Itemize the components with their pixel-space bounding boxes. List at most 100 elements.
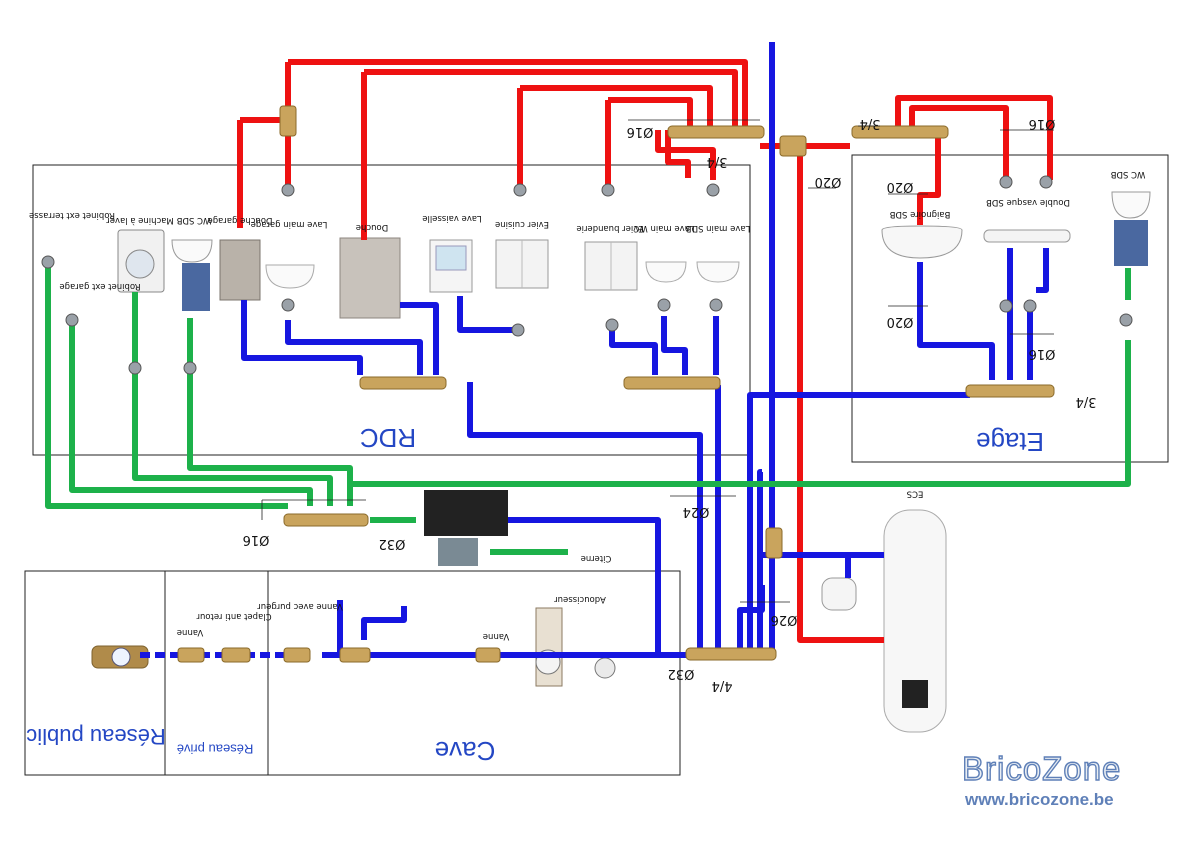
fixture-labels: Robinet ext terrasse Machine à laver WC … (29, 169, 1145, 641)
basement-frame (24, 570, 681, 776)
label-clapet: Clapet anti retour (196, 611, 272, 621)
tee-fitting-icon (779, 135, 807, 157)
cold-pipe-rain-return (508, 517, 661, 655)
cold-manifold-rdc-2 (623, 376, 721, 390)
dim-34-etage-top: 3/4 (860, 116, 881, 131)
rain-manifold (283, 513, 369, 527)
dim-d20-mid: Ø20 (815, 174, 842, 189)
dim-d16-etage-cold: Ø16 (1029, 346, 1056, 361)
etage-frame (851, 154, 1169, 463)
label-wc-sdb-rdc: WC SDB (176, 215, 211, 225)
cold-pipe-rdc-1 (467, 382, 703, 655)
fixtures (91, 191, 1151, 733)
cold-pipe-laundry (609, 330, 658, 375)
rain-pipe-etage-wc (352, 340, 1131, 487)
water-heater-icon (883, 509, 947, 733)
rain-pipe-terrace (45, 262, 288, 509)
zone-label-ecs: ECS (907, 489, 924, 499)
label-evier-cuisine: Evier cuisine (495, 219, 549, 229)
hot-pipe-ecs (797, 146, 884, 643)
zone-label-reseau-public: Réseau public (26, 724, 165, 749)
hot-pipe-garage-sink (288, 59, 748, 128)
wc-etage-frame-icon (1114, 220, 1148, 266)
hot-pipe-kitchen (520, 85, 713, 128)
cold-pipe-garage-sink (285, 320, 423, 375)
zone-label-etage: Etage (976, 427, 1044, 457)
brand-logo: BricoZone (961, 749, 1122, 787)
cold-manifold-etage (965, 384, 1055, 398)
check-valve-icon (221, 647, 251, 663)
cold-manifold-cave (685, 647, 777, 661)
label-douche: Douche (356, 222, 388, 232)
dimension-labels: Ø16 3/4 Ø20 3/4 Ø16 Ø20 Ø20 Ø16 3/4 Ø16 … (243, 116, 1097, 693)
wc-rdc-bowl-icon (171, 239, 213, 263)
hot-pipe-etage-2 (909, 105, 1009, 180)
label-wc-sdb-etage: WC SDB (1110, 169, 1145, 179)
dim-d24: Ø24 (683, 504, 710, 519)
dim-d20-etage-cold: Ø20 (887, 314, 914, 329)
dim-d20-etage-hot: Ø20 (887, 179, 914, 194)
hot-pipe-sdb (655, 130, 716, 180)
hot-pipe-bath (917, 128, 941, 225)
label-vanne-purgeur: Vanne avec purgeur (257, 601, 343, 611)
purge-valve-icon (283, 647, 311, 663)
zone-label-cave: Cave (435, 736, 496, 766)
label-robinet-terrasse: Robinet ext terrasse (29, 210, 115, 220)
hot-pipe-shower (364, 69, 738, 128)
brand-url[interactable]: www.bricozone.be (965, 790, 1114, 809)
dim-d16-top: Ø16 (627, 124, 654, 139)
dim-d32-cave: Ø32 (668, 666, 695, 681)
leader-lines (261, 119, 1054, 603)
rain-pipe-wc (187, 318, 353, 506)
hot-manifold-rdc (667, 125, 765, 139)
cave-valve-icon (475, 647, 501, 663)
basin-garage-icon (265, 264, 315, 289)
cold-pipe-bath (917, 262, 995, 380)
label-evier-buanderie: Evier buanderie (576, 223, 643, 233)
basin-wc-icon (645, 261, 687, 283)
rdc-frame (32, 164, 751, 456)
zone-labels: RDC Etage Cave Réseau privé Réseau publi… (26, 423, 1044, 766)
dim-d26: Ø26 (771, 612, 798, 627)
label-adoucisseur: Adoucisseur (554, 594, 606, 604)
label-citerne: Citerne (581, 553, 612, 563)
shower-icon (339, 237, 401, 319)
label-lave-main-wc: Lave main WC (633, 223, 694, 233)
rainwater-pump-icon (424, 490, 508, 536)
brand-watermark: BricoZone www.bricozone.be (961, 749, 1162, 810)
label-douche-garage: Douche garage (207, 215, 272, 225)
cold-pipe-shower (400, 302, 439, 375)
hot-manifold-etage (851, 125, 949, 139)
double-basin-icon (983, 229, 1071, 243)
cold-pipe-wc (661, 316, 688, 375)
cold-pipe-dishwasher (457, 296, 518, 333)
zone-label-rdc: RDC (360, 423, 416, 453)
manifolds (177, 105, 1055, 663)
zone-frames (24, 154, 1169, 776)
private-valve-icon (177, 647, 205, 663)
bathtub-icon (881, 225, 963, 259)
dim-34-etage-bottom: 3/4 (1076, 394, 1097, 409)
dim-d16-green: Ø16 (243, 532, 270, 547)
stop-valves (41, 175, 1133, 375)
basin-sdb-icon (696, 261, 740, 283)
rain-pipe-garage (69, 322, 313, 506)
label-double-vasque: Double vasque SDB (986, 197, 1070, 207)
label-lave-main-sdb: Lave main SDB (686, 223, 751, 233)
rain-pipe-washer (132, 292, 333, 506)
label-baignoire: Baignoire SDB (889, 209, 950, 219)
dim-d32-green: Ø32 (379, 536, 406, 551)
cold-pipe-etage (747, 392, 970, 655)
cold-pipe-shower-garage (241, 300, 363, 375)
label-lave-main-garage: Lave main garage (251, 219, 328, 229)
dim-d16-etage-top: Ø16 (1029, 116, 1056, 131)
label-vanne-prive: Vanne (177, 627, 203, 637)
mixing-valve-icon (765, 527, 783, 559)
dim-44: 4/4 (712, 678, 733, 693)
hot-pipe-etage-1 (895, 95, 1053, 180)
expansion-vessel-icon (821, 577, 857, 611)
label-robinet-garage: Robinet ext garage (59, 281, 140, 291)
zone-label-reseau-prive: Réseau privé (177, 742, 254, 757)
hot-water-pipes (237, 59, 1053, 643)
